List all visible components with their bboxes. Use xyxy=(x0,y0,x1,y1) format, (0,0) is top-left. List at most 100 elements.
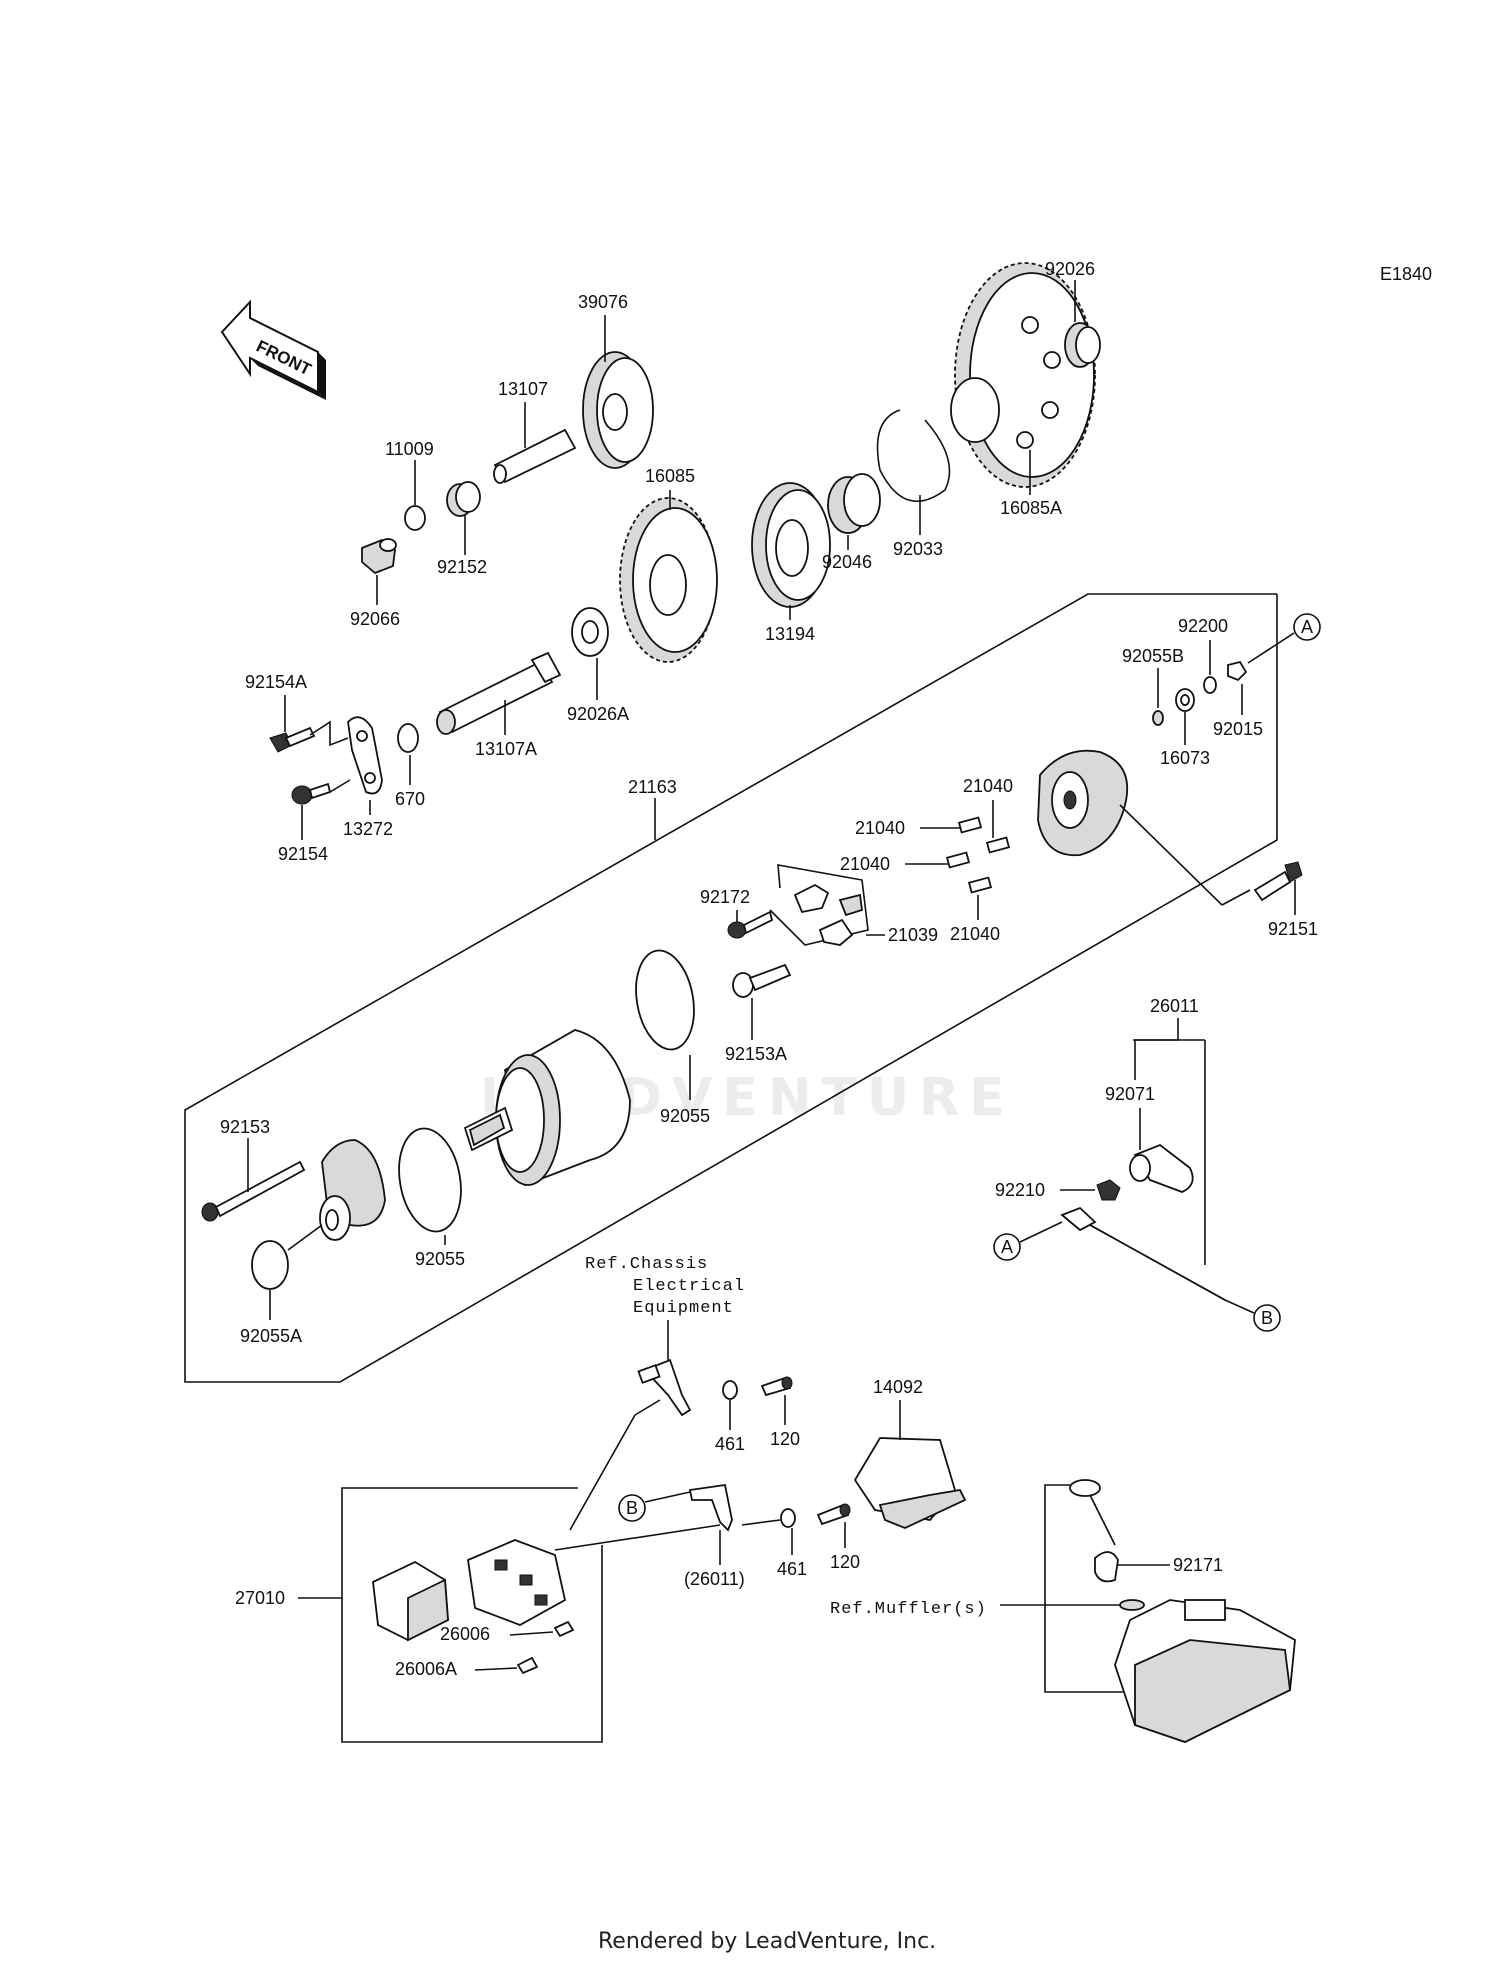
part-16073-nut[interactable] xyxy=(1175,688,1195,712)
label-11009: 11009 xyxy=(385,439,434,459)
marker-b-lower: B xyxy=(618,1494,646,1522)
part-92151-bolt[interactable] xyxy=(1253,861,1303,902)
label-92055-b: 92055 xyxy=(415,1249,465,1269)
muffler-group-bracket xyxy=(1044,1484,1125,1693)
part-39076-gear[interactable] xyxy=(582,351,654,469)
part-92071-boot[interactable] xyxy=(1129,1143,1194,1193)
label-21040-b: 21040 xyxy=(963,776,1013,796)
part-92026-seal[interactable] xyxy=(1064,322,1101,368)
part-120-bolt-upper[interactable] xyxy=(760,1376,793,1397)
label-21163: 21163 xyxy=(628,777,677,797)
part-chassis-cable-terminal[interactable] xyxy=(637,1358,692,1417)
part-21040-spring-2[interactable] xyxy=(985,836,1011,854)
part-13107A-shaft[interactable] xyxy=(436,651,562,735)
label-92153: 92153 xyxy=(220,1117,270,1137)
part-14092-relay-cover[interactable] xyxy=(853,1437,967,1529)
part-92015-nut[interactable] xyxy=(1227,660,1248,682)
label-92055B: 92055B xyxy=(1122,646,1184,666)
part-461-washer-upper[interactable] xyxy=(722,1380,738,1400)
part-26011-cable[interactable] xyxy=(1060,1206,1226,1301)
part-92066-plug[interactable] xyxy=(361,538,397,575)
label-92152: 92152 xyxy=(437,557,487,577)
label-92055-a: 92055 xyxy=(660,1106,710,1126)
marker-a-cable: A xyxy=(993,1233,1021,1261)
part-26006A-fuse[interactable] xyxy=(516,1656,539,1675)
label-92055A: 92055A xyxy=(240,1326,302,1346)
part-92055-oring-lower[interactable] xyxy=(391,1124,468,1237)
part-92154A-bolt[interactable] xyxy=(269,726,316,753)
part-13194-clutch[interactable] xyxy=(751,482,831,608)
part-461-washer-lower[interactable] xyxy=(780,1508,796,1528)
label-92154: 92154 xyxy=(278,844,328,864)
ref-chassis-line2: Electrical xyxy=(633,1277,745,1296)
part-21040-spring-1[interactable] xyxy=(957,816,983,834)
label-26011-paren: (26011) xyxy=(684,1569,745,1589)
part-bolt-spring[interactable] xyxy=(1069,1479,1116,1546)
label-461-a: 461 xyxy=(715,1434,745,1454)
label-14092: 14092 xyxy=(873,1377,923,1397)
label-92015: 92015 xyxy=(1213,719,1263,739)
front-arrow-icon: FRONT xyxy=(220,299,326,400)
part-92153-bolt[interactable] xyxy=(201,1160,306,1222)
label-461-b: 461 xyxy=(777,1559,807,1579)
part-92152-collar[interactable] xyxy=(446,481,481,517)
part-92055B-oring[interactable] xyxy=(1152,710,1164,726)
label-92153A: 92153A xyxy=(725,1044,787,1064)
part-92172-screw[interactable] xyxy=(727,910,774,939)
assembly-27010-box xyxy=(341,1487,603,1743)
label-92026: 92026 xyxy=(1045,259,1095,279)
label-92071: 92071 xyxy=(1105,1084,1155,1104)
footer-credit: Rendered by LeadVenture, Inc. xyxy=(598,1929,936,1954)
label-26006: 26006 xyxy=(440,1624,490,1644)
part-120-bolt-lower[interactable] xyxy=(816,1503,851,1526)
part-92055A-oring[interactable] xyxy=(251,1240,289,1290)
part-muffler-body[interactable] xyxy=(1114,1599,1296,1743)
part-starter-motor-yoke[interactable] xyxy=(463,1029,631,1187)
part-92171-clamp[interactable] xyxy=(1094,1551,1119,1583)
label-92046: 92046 xyxy=(822,552,872,572)
label-120-b: 120 xyxy=(830,1552,860,1572)
svg-text:B: B xyxy=(1261,1308,1273,1328)
part-92210-nut[interactable] xyxy=(1096,1179,1121,1201)
part-16085A-gear[interactable] xyxy=(950,262,1096,488)
part-muffler-gasket[interactable] xyxy=(1119,1599,1145,1611)
part-92046-bearing[interactable] xyxy=(827,473,881,534)
part-13272-plate[interactable] xyxy=(347,716,383,795)
part-16085-gear[interactable] xyxy=(619,497,718,663)
part-670-oring[interactable] xyxy=(397,723,419,753)
part-relay-cover-left[interactable] xyxy=(372,1560,449,1642)
label-21040-d: 21040 xyxy=(950,924,1000,944)
part-92055-oring-upper[interactable] xyxy=(629,946,702,1054)
label-92171: 92171 xyxy=(1173,1555,1223,1575)
part-21039-brush-holder[interactable] xyxy=(769,864,869,946)
part-21040-spring-4[interactable] xyxy=(967,876,993,894)
label-39076: 39076 xyxy=(578,292,628,312)
label-92066: 92066 xyxy=(350,609,400,629)
label-92200: 92200 xyxy=(1178,616,1228,636)
part-starter-relay[interactable] xyxy=(467,1539,567,1626)
label-92154A: 92154A xyxy=(245,672,307,692)
label-27010: 27010 xyxy=(235,1588,285,1608)
svg-text:B: B xyxy=(626,1498,638,1518)
part-92033-circlip[interactable] xyxy=(876,409,951,502)
part-92200-washer[interactable] xyxy=(1203,676,1217,694)
part-front-cover[interactable] xyxy=(319,1139,386,1241)
diagram-code: E1840 xyxy=(1380,264,1432,284)
part-92026A-washer[interactable] xyxy=(571,607,609,657)
ref-chassis-line3: Equipment xyxy=(633,1299,734,1318)
svg-text:A: A xyxy=(1301,617,1313,637)
label-13194: 13194 xyxy=(765,624,815,644)
part-92153A-screw[interactable] xyxy=(732,963,792,998)
label-26006A: 26006A xyxy=(395,1659,457,1679)
part-21040-spring-3[interactable] xyxy=(945,851,971,869)
part-92154-bolt[interactable] xyxy=(291,782,332,805)
part-end-cover[interactable] xyxy=(1037,749,1129,857)
assembly-21163-box xyxy=(184,593,1278,1383)
part-11009-washer[interactable] xyxy=(404,505,426,531)
part-26006-fuse[interactable] xyxy=(553,1620,575,1638)
part-26011-terminal-lower[interactable] xyxy=(688,1483,733,1532)
label-92026A: 92026A xyxy=(567,704,629,724)
ref-muffler: Ref.Muffler(s) xyxy=(830,1600,987,1619)
label-26011: 26011 xyxy=(1150,996,1199,1016)
part-13107-shaft[interactable] xyxy=(493,428,577,484)
